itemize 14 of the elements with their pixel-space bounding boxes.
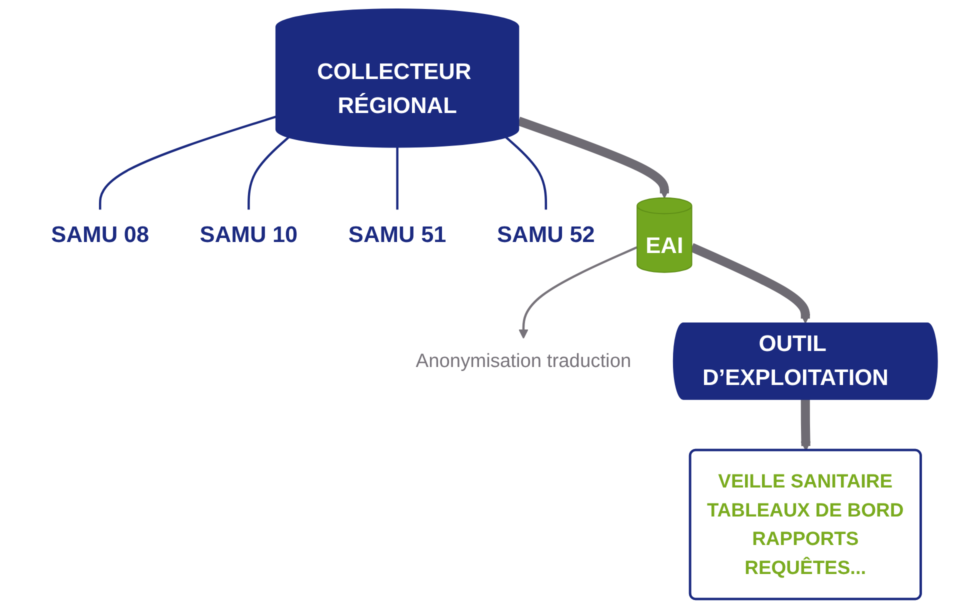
arrow: [690, 243, 810, 324]
arrow: [518, 246, 638, 339]
node-text: SAMU 52: [497, 222, 595, 248]
node-text: SAMU 08: [51, 222, 150, 248]
connector: [248, 136, 290, 210]
node-text: SAMU 51: [348, 222, 446, 248]
connector: [396, 147, 398, 210]
connector: [505, 136, 548, 210]
arrow: [800, 398, 811, 452]
connector: [98, 116, 276, 210]
node-text: SAMU 10: [200, 222, 298, 248]
arrow: [517, 116, 670, 198]
node-text: Anonymisation traduction: [416, 350, 632, 372]
node-text: OUTIL D’EXPLOITATION: [702, 332, 888, 391]
